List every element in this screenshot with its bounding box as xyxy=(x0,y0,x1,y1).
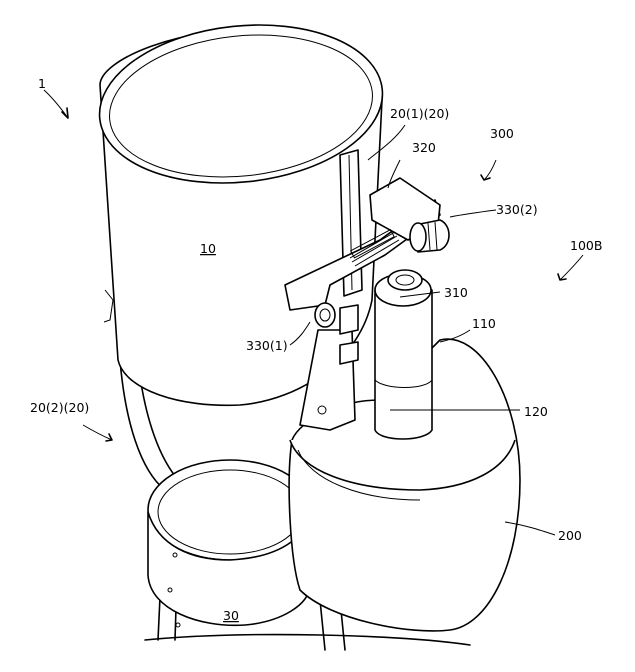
mount-bracket xyxy=(299,304,359,431)
thigh-cuff xyxy=(98,24,384,407)
label-330-2: 330(2) xyxy=(496,202,538,217)
label-30: 30 xyxy=(223,608,239,623)
label-320: 320 xyxy=(412,140,436,155)
ground-line xyxy=(144,633,471,646)
label-10: 10 xyxy=(200,241,216,256)
label-310: 310 xyxy=(444,285,468,300)
leader-lines xyxy=(43,89,584,536)
label-100b: 100B xyxy=(570,238,602,253)
label-110: 110 xyxy=(472,316,496,331)
adjust-knob-2 xyxy=(409,219,450,253)
label-1: 1 xyxy=(38,76,46,91)
label-120: 120 xyxy=(524,404,548,419)
piston xyxy=(374,269,433,440)
reference-labels: 1 10 20(1)(20) 320 300 330(2) 100B 310 1… xyxy=(30,76,602,623)
adjust-knob-1 xyxy=(314,302,336,328)
label-20-1: 20(1)(20) xyxy=(390,106,449,121)
label-200: 200 xyxy=(558,528,582,543)
label-20-2: 20(2)(20) xyxy=(30,400,89,415)
label-300: 300 xyxy=(490,126,514,141)
lower-cuff xyxy=(147,459,313,628)
label-330-1: 330(1) xyxy=(246,338,288,353)
